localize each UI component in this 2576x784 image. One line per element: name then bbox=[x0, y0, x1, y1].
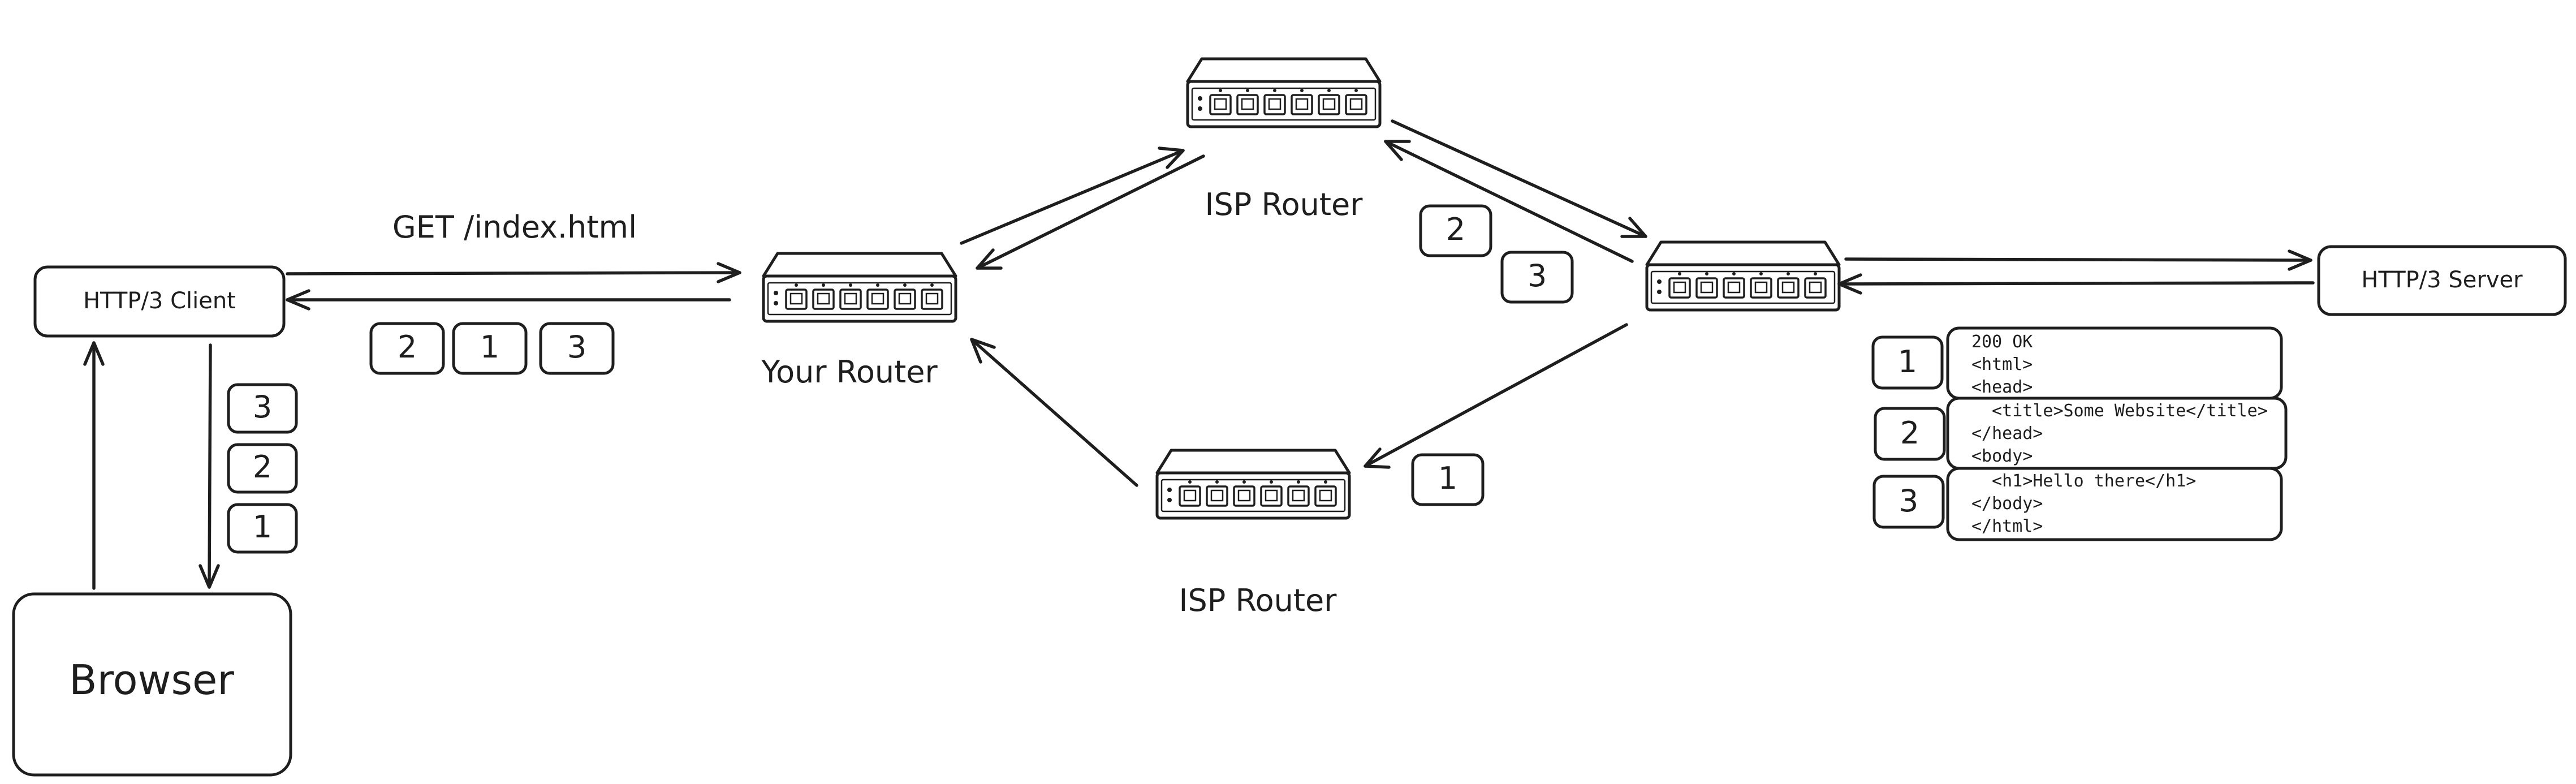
svg-text:2: 2 bbox=[253, 449, 272, 485]
svg-text:2: 2 bbox=[1446, 212, 1465, 247]
svg-text:1: 1 bbox=[1438, 460, 1457, 496]
arrow-server-to-server-router bbox=[1837, 273, 2315, 295]
response-chunks: 1 200 OK <html> <head> 2 <title>Some Web… bbox=[1871, 326, 2288, 541]
router-icon bbox=[1647, 242, 1839, 310]
arrow-client-to-browser bbox=[199, 343, 220, 589]
response-chunk: 2 <title>Some Website</title> </head> <b… bbox=[1874, 397, 2288, 470]
packets-client-to-browser: 3 2 1 bbox=[227, 383, 298, 554]
svg-text:1: 1 bbox=[480, 329, 499, 365]
svg-text:<head>: <head> bbox=[1971, 377, 2033, 397]
router-icon bbox=[763, 253, 956, 321]
packets-top-path: 2 3 bbox=[1419, 204, 1574, 304]
your-router: Your Router bbox=[761, 253, 956, 390]
svg-text:1: 1 bbox=[1898, 344, 1917, 380]
svg-text:<title>Some Website</title>: <title>Some Website</title> bbox=[1971, 401, 2268, 421]
http3-server-label: HTTP/3 Server bbox=[2361, 267, 2523, 293]
arrow-router-to-isp-top bbox=[960, 147, 1185, 245]
http3-client-label: HTTP/3 Client bbox=[83, 288, 236, 314]
router-icon bbox=[1157, 450, 1349, 518]
packet-box: 3 bbox=[539, 322, 615, 375]
isp-router-bottom: ISP Router bbox=[1157, 450, 1349, 618]
svg-text:<body>: <body> bbox=[1971, 446, 2033, 466]
svg-text:3: 3 bbox=[1899, 483, 1918, 519]
arrow-isp-top-to-router bbox=[976, 154, 1205, 270]
isp-router-top: ISP Router bbox=[1188, 59, 1380, 222]
arrow-server-router-to-isp-top bbox=[1384, 140, 1634, 263]
packet-box: 1 bbox=[452, 322, 528, 375]
packet-box: 2 bbox=[227, 443, 298, 494]
packet-box: 3 bbox=[227, 383, 298, 434]
browser-label: Browser bbox=[69, 656, 234, 704]
svg-text:<html>: <html> bbox=[1971, 355, 2033, 374]
packet-box: 2 bbox=[369, 322, 445, 375]
packet-box: 1 bbox=[227, 503, 298, 554]
isp-router-bottom-label: ISP Router bbox=[1179, 583, 1337, 618]
packet-box: 3 bbox=[1500, 251, 1574, 304]
browser-node: Browser bbox=[12, 592, 292, 777]
arrow-isp-bottom-to-router bbox=[970, 338, 1138, 487]
arrows bbox=[83, 119, 2315, 590]
svg-text:1: 1 bbox=[253, 509, 272, 545]
arrow-server-router-to-server bbox=[1844, 249, 2312, 271]
svg-text:</head>: </head> bbox=[1971, 424, 2043, 443]
arrow-isp-top-to-server-router bbox=[1391, 119, 1647, 238]
packets-client-to-router: 2 1 3 bbox=[369, 322, 615, 375]
arrow-server-router-to-isp-bottom bbox=[1363, 323, 1628, 469]
server-router bbox=[1647, 242, 1839, 310]
arrow-router-to-client bbox=[286, 289, 731, 311]
svg-text:3: 3 bbox=[253, 389, 272, 425]
your-router-label: Your Router bbox=[761, 354, 938, 390]
packet-box: 1 bbox=[1411, 453, 1485, 506]
response-chunk: 3 <h1>Hello there</h1> </body> </html> bbox=[1872, 467, 2283, 541]
svg-text:2: 2 bbox=[398, 329, 417, 365]
http3-client-node: HTTP/3 Client bbox=[33, 265, 286, 338]
svg-text:2: 2 bbox=[1900, 415, 1919, 451]
svg-text:<h1>Hello there</h1>: <h1>Hello there</h1> bbox=[1971, 471, 2196, 491]
router-icon bbox=[1188, 59, 1380, 127]
http3-server-node: HTTP/3 Server bbox=[2317, 245, 2567, 316]
packet-box: 2 bbox=[1419, 204, 1492, 257]
response-chunk: 1 200 OK <html> <head> bbox=[1871, 326, 2283, 400]
svg-text:</html>: </html> bbox=[1971, 516, 2043, 536]
svg-text:</body>: </body> bbox=[1971, 494, 2043, 514]
request-label: GET /index.html bbox=[392, 209, 637, 245]
svg-text:200 OK: 200 OK bbox=[1971, 332, 2033, 352]
arrow-browser-to-client bbox=[83, 341, 105, 590]
packets-bottom-path: 1 bbox=[1411, 453, 1485, 506]
svg-text:3: 3 bbox=[567, 329, 586, 365]
svg-text:3: 3 bbox=[1528, 258, 1547, 294]
arrow-client-to-router bbox=[286, 262, 741, 283]
isp-router-top-label: ISP Router bbox=[1205, 187, 1363, 222]
